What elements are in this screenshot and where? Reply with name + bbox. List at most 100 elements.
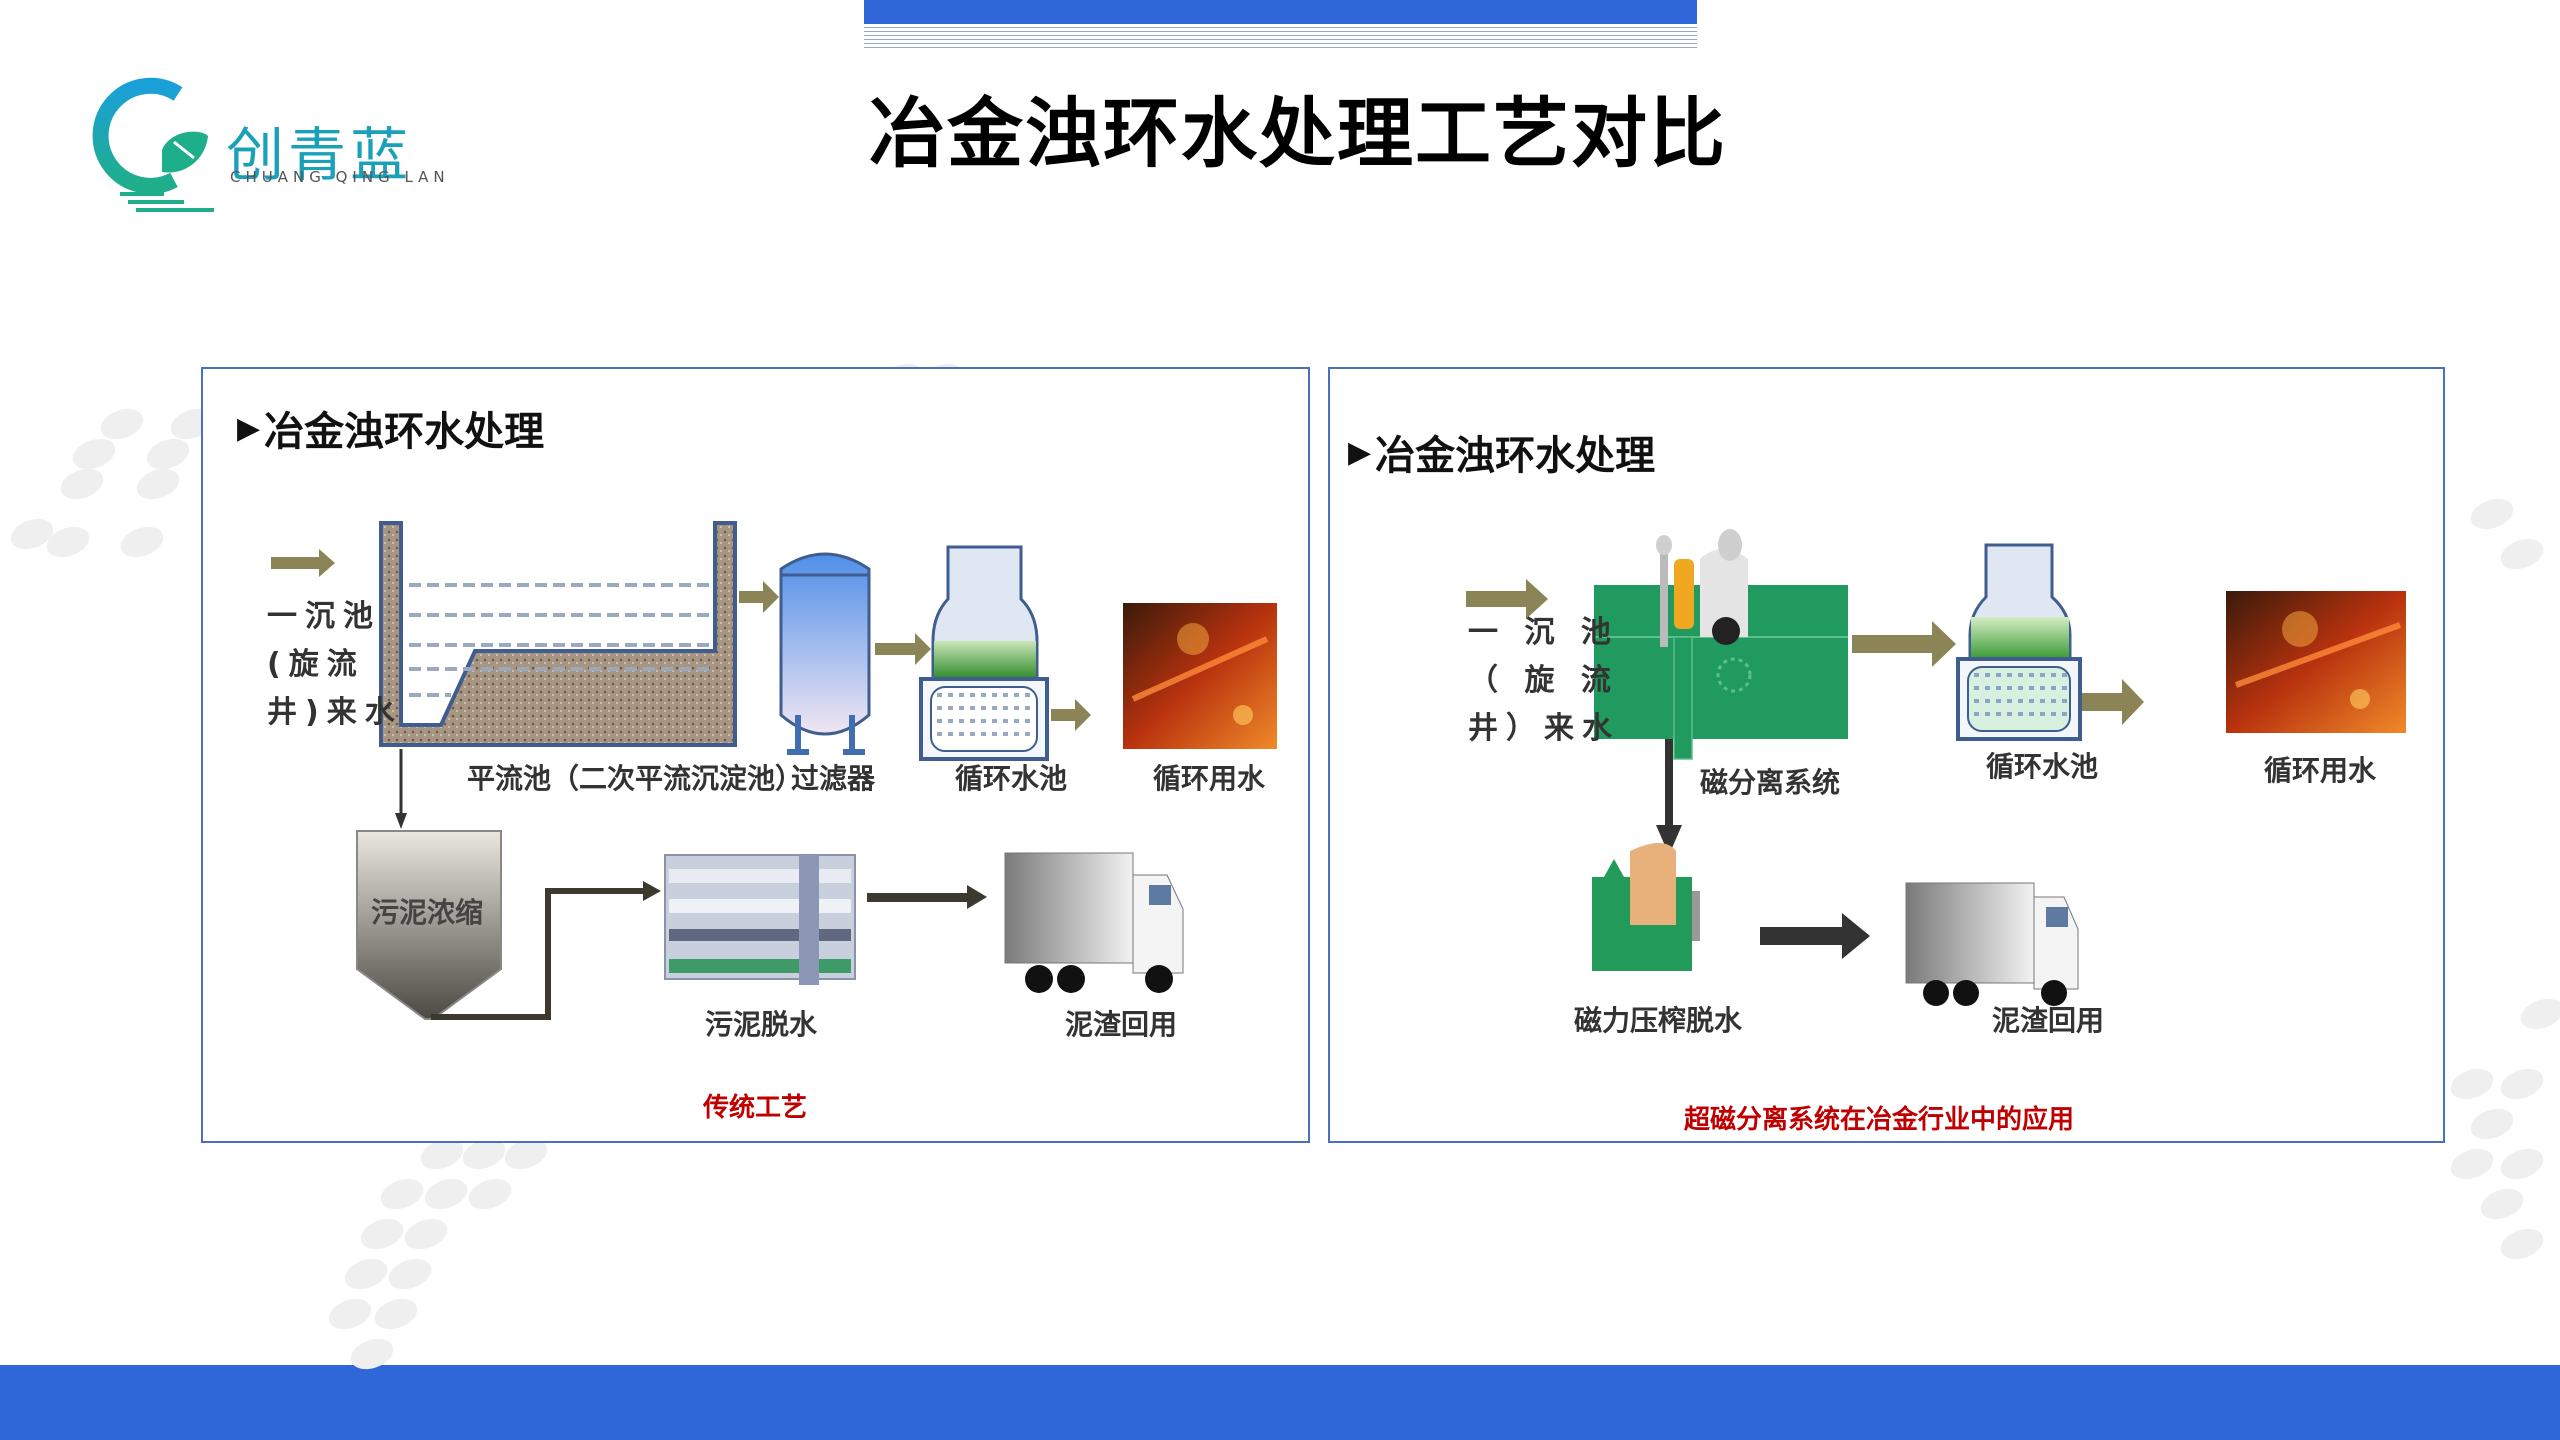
panel-traditional-process: ▶ 冶金浊环水处理 — [201, 367, 1310, 1143]
logo-name-cn: 创青蓝 — [226, 121, 413, 189]
decorative-dot — [142, 433, 194, 475]
step-label-reuse: 泥渣回用 — [1992, 1004, 2105, 1037]
decorative-dot — [2496, 533, 2548, 575]
step-label-pool: 循环水池 — [1986, 750, 2099, 783]
pool-dot — [948, 719, 953, 723]
pool-dot — [948, 732, 953, 736]
pool-dot — [1014, 693, 1019, 697]
pool-dot — [1025, 732, 1030, 736]
arrow-to-press — [1656, 739, 1682, 855]
pool-dot — [2018, 699, 2023, 703]
step-label-separator: 磁分离系统 — [1700, 766, 1841, 799]
page-title: 冶金浊环水处理工艺对比 — [0, 72, 2560, 182]
step-label-thickener: 污泥浓缩 — [371, 896, 484, 929]
pool-dot — [2018, 673, 2023, 677]
decorative-dot — [324, 1293, 376, 1335]
inlet-label-line: (旋流 — [267, 647, 365, 682]
pool-dot — [970, 706, 975, 710]
pool-dot — [2018, 712, 2023, 716]
pool-dot — [2007, 712, 2012, 716]
pool-dot — [1025, 706, 1030, 710]
pool-dot — [2018, 686, 2023, 690]
decorative-dot — [346, 1333, 398, 1375]
pool-dot — [937, 693, 942, 697]
arrow-to-truck — [867, 885, 987, 909]
panel-heading-text: 冶金浊环水处理 — [1375, 433, 1656, 479]
truck-icon — [1905, 882, 2079, 1006]
top-accent-bar — [864, 0, 1697, 24]
inlet-arrow — [271, 549, 335, 577]
bullet-arrow-icon: ▶ — [237, 410, 261, 446]
pool-dot — [1014, 706, 1019, 710]
pool-dot — [1974, 673, 1979, 677]
step-label-press: 磁力压榨脱水 — [1574, 1004, 1743, 1037]
pool-dot — [1974, 712, 1979, 716]
bottom-accent-bar — [0, 1365, 2560, 1440]
step-label-pool: 循环水池 — [955, 762, 1068, 795]
pool-dot — [992, 693, 997, 697]
advection-basin-icon — [379, 521, 737, 747]
decorative-dot — [384, 1253, 436, 1295]
pool-dot — [992, 719, 997, 723]
pool-dot — [2062, 699, 2067, 703]
step-label-usage: 循环用水 — [1153, 762, 1266, 795]
decorative-dot — [2496, 1063, 2548, 1105]
pool-dot — [1025, 693, 1030, 697]
decorative-dot — [376, 1173, 428, 1215]
pool-dot — [959, 693, 964, 697]
inlet-label-line: 井)来水 — [267, 695, 403, 730]
arrow-to-pool — [1852, 621, 1956, 667]
step-label-dewatering: 污泥脱水 — [705, 1008, 818, 1041]
pool-dot — [1985, 673, 1990, 677]
pool-dot — [1014, 719, 1019, 723]
pool-dot — [2062, 712, 2067, 716]
pool-dot — [992, 732, 997, 736]
pool-dot — [2062, 673, 2067, 677]
decorative-dot — [2446, 1063, 2498, 1105]
inlet-label-line: 一沉池 — [267, 599, 381, 634]
pool-dot — [1974, 686, 1979, 690]
decorative-dot — [2466, 1103, 2518, 1145]
step-label-reuse: 泥渣回用 — [1065, 1008, 1178, 1041]
decorative-dot — [420, 1173, 472, 1215]
pool-dot — [1996, 699, 2001, 703]
pool-dot — [1014, 732, 1019, 736]
bullet-arrow-icon: ▶ — [1348, 434, 1372, 470]
panel-caption: 传统工艺 — [703, 1093, 808, 1123]
pool-dot — [992, 706, 997, 710]
inlet-label: 一 沉 池 （ 旋 流 井）来水 — [1468, 609, 1620, 753]
pool-dot — [1985, 699, 1990, 703]
pool-dot — [1985, 712, 1990, 716]
pool-dot — [2007, 699, 2012, 703]
decorative-dot — [132, 463, 184, 505]
inlet-label-line: 井）来水 — [1468, 711, 1620, 746]
traditional-flow-diagram — [271, 521, 1277, 1020]
pool-dot — [2007, 686, 2012, 690]
decorative-dot — [2496, 1223, 2548, 1265]
pool-dot — [1996, 712, 2001, 716]
pool-dot — [959, 706, 964, 710]
inlet-label-line: 一 沉 池 — [1468, 615, 1619, 650]
sludge-thickener-icon — [356, 830, 661, 1020]
logo — [90, 77, 410, 220]
pool-dot — [981, 706, 986, 710]
magnetic-flow-diagram — [1466, 529, 2406, 1006]
filter-icon — [779, 552, 871, 755]
arrow-to-truck — [1760, 913, 1870, 959]
magnetic-press-icon — [1592, 843, 1700, 971]
decorative-dot — [56, 463, 108, 505]
arrow-to-usage — [1051, 699, 1091, 731]
pool-dot — [959, 732, 964, 736]
pool-dot — [1974, 699, 1979, 703]
decorative-dot — [2476, 1183, 2528, 1225]
panel-magnetic-separation: ▶ 冶金浊环水处理 — [1328, 367, 2445, 1143]
panel-heading: ▶ 冶金浊环水处理 — [237, 399, 544, 457]
pool-dot — [1025, 719, 1030, 723]
decorative-dot — [116, 521, 168, 563]
pool-dot — [970, 693, 975, 697]
steel-mill-image — [1123, 603, 1277, 749]
pool-dot — [2029, 673, 2034, 677]
pool-dot — [981, 719, 986, 723]
panel-heading-text: 冶金浊环水处理 — [264, 409, 545, 455]
inlet-label: 一沉池 (旋流 井)来水 — [267, 593, 403, 737]
